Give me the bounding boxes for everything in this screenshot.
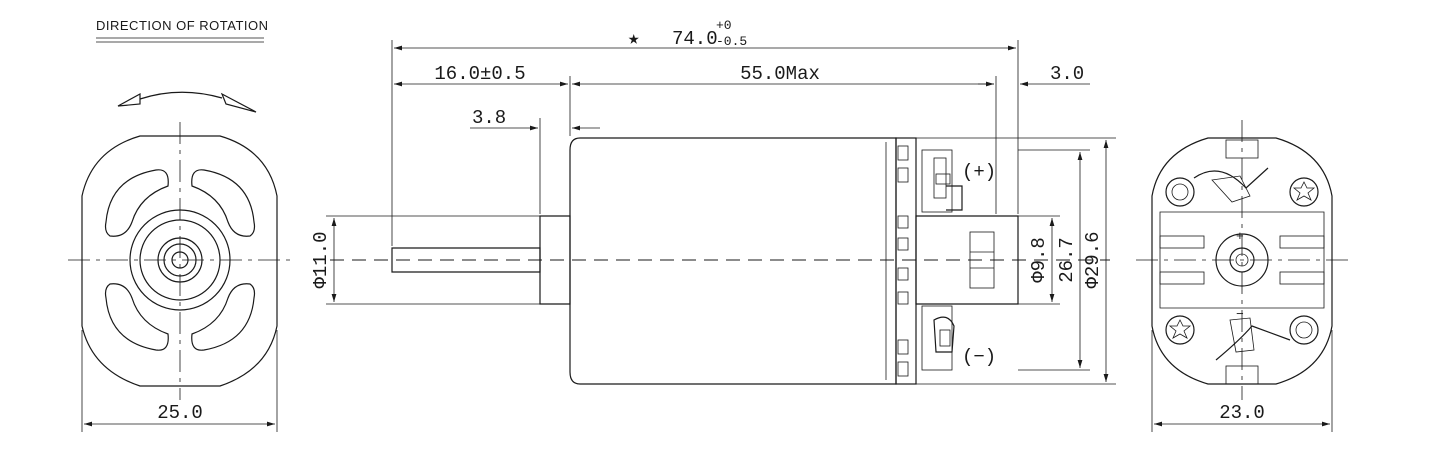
terminal-minus [921,305,955,371]
rear-minus-mark: − [1236,307,1244,322]
dim-boss-dia: Φ9.8 [1028,237,1050,283]
dim-overall-star: ★ [628,28,639,50]
rotation-arrow-icon [117,91,257,113]
dim-overall-value: 74.0 [672,28,718,50]
dim-shaft-dia: Φ11.0 [310,231,332,288]
dim-overall-tol-upper: +0 [716,18,732,33]
rotation-title: DIRECTION OF ROTATION [96,18,269,33]
dim-shaft-length: 16.0±0.5 [434,63,525,85]
terminal-plus-label: (+) [962,161,996,183]
rear-plus-mark: + [1236,229,1244,244]
dim-terminal-offset: 3.0 [1050,63,1084,85]
rotation-title-group: DIRECTION OF ROTATION [96,18,269,43]
terminal-minus-label: (−) [962,346,996,368]
dim-front-width: 25.0 [157,402,203,424]
rear-view: + − 23.0 [1136,120,1350,432]
dim-shoulder: 3.8 [472,107,506,129]
side-view: (+) (−) ★ 74.0 +0 -0.5 16.0±0.5 55.0Max … [310,18,1116,385]
terminal-plus [921,149,963,213]
dim-body-dia: Φ29.6 [1082,231,1104,288]
dim-body-length: 55.0Max [740,63,820,85]
front-view: 25.0 [68,91,290,432]
dim-rear-width: 23.0 [1219,402,1265,424]
dim-overall-tol-lower: -0.5 [716,34,747,49]
dim-height-267: 26.7 [1056,237,1078,283]
